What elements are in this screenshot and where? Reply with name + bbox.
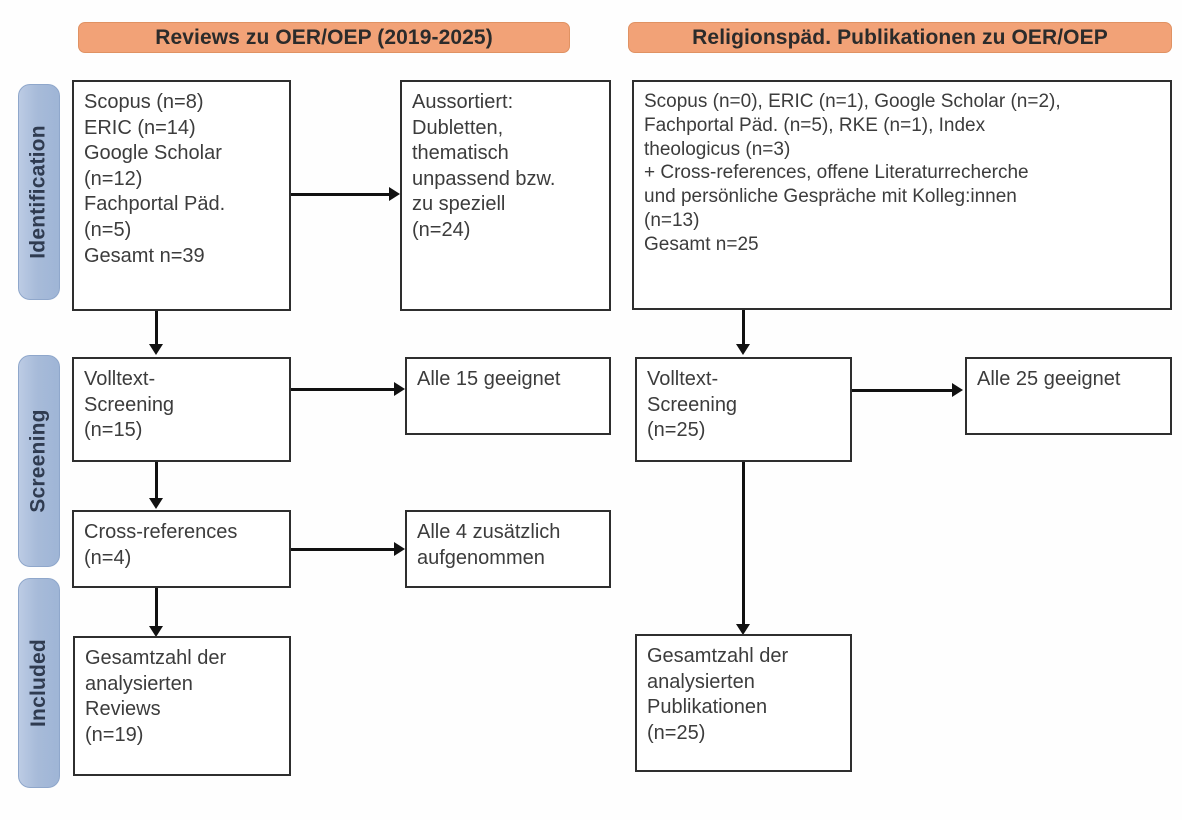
box-left-included-total: Gesamtzahl der analysierten Reviews (n=1… bbox=[73, 636, 291, 776]
connector-left-crossrefs-to-included bbox=[155, 588, 158, 628]
box-left-cross-references-result: Alle 4 zusätzlich aufgenommen bbox=[405, 510, 611, 588]
arrowhead-left-crossrefs-to-result bbox=[394, 542, 405, 556]
box-right-included-total: Gesamtzahl der analysierten Publikatione… bbox=[635, 634, 852, 772]
arrowhead-left-identification-to-excluded bbox=[389, 187, 400, 201]
box-left-fulltext-screening: Volltext- Screening (n=15) bbox=[72, 357, 291, 462]
connector-right-screening-to-result bbox=[852, 389, 954, 392]
connector-left-screening-to-result bbox=[291, 388, 396, 391]
connector-right-identification-to-screening bbox=[742, 310, 745, 345]
connector-left-crossrefs-to-result bbox=[291, 548, 396, 551]
connector-left-screening-to-crossrefs bbox=[155, 462, 158, 500]
box-right-fulltext-result: Alle 25 geeignet bbox=[965, 357, 1172, 435]
arrowhead-right-identification-to-screening bbox=[736, 344, 750, 355]
arrowhead-left-identification-to-screening bbox=[149, 344, 163, 355]
stage-label-screening: Screening bbox=[27, 409, 50, 513]
box-left-cross-references: Cross-references (n=4) bbox=[72, 510, 291, 588]
box-right-identification-sources: Scopus (n=0), ERIC (n=1), Google Scholar… bbox=[632, 80, 1172, 310]
column-header-reviews: Reviews zu OER/OEP (2019-2025) bbox=[78, 22, 570, 53]
stage-label-included: Included bbox=[27, 639, 51, 727]
stage-label-identification: Identification bbox=[27, 125, 50, 259]
connector-left-identification-to-excluded bbox=[291, 193, 391, 196]
arrowhead-left-screening-to-crossrefs bbox=[149, 498, 163, 509]
column-header-religionspaed: Religionspäd. Publikationen zu OER/OEP bbox=[628, 22, 1172, 53]
connector-left-identification-to-screening bbox=[155, 311, 158, 345]
arrowhead-right-screening-to-result bbox=[952, 383, 963, 397]
box-left-fulltext-result: Alle 15 geeignet bbox=[405, 357, 611, 435]
box-right-fulltext-screening: Volltext- Screening (n=25) bbox=[635, 357, 852, 462]
stage-bar-screening: Screening bbox=[18, 355, 60, 567]
stage-bar-included: Included bbox=[18, 578, 60, 788]
box-left-identification-sources: Scopus (n=8) ERIC (n=14) Google Scholar … bbox=[72, 80, 291, 311]
connector-right-screening-to-included bbox=[742, 462, 745, 626]
stage-bar-identification: Identification bbox=[18, 84, 60, 300]
arrowhead-left-crossrefs-to-included bbox=[149, 626, 163, 637]
box-left-excluded: Aussortiert: Dubletten, thematisch unpas… bbox=[400, 80, 611, 311]
arrowhead-left-screening-to-result bbox=[394, 382, 405, 396]
arrowhead-right-screening-to-included bbox=[736, 624, 750, 635]
